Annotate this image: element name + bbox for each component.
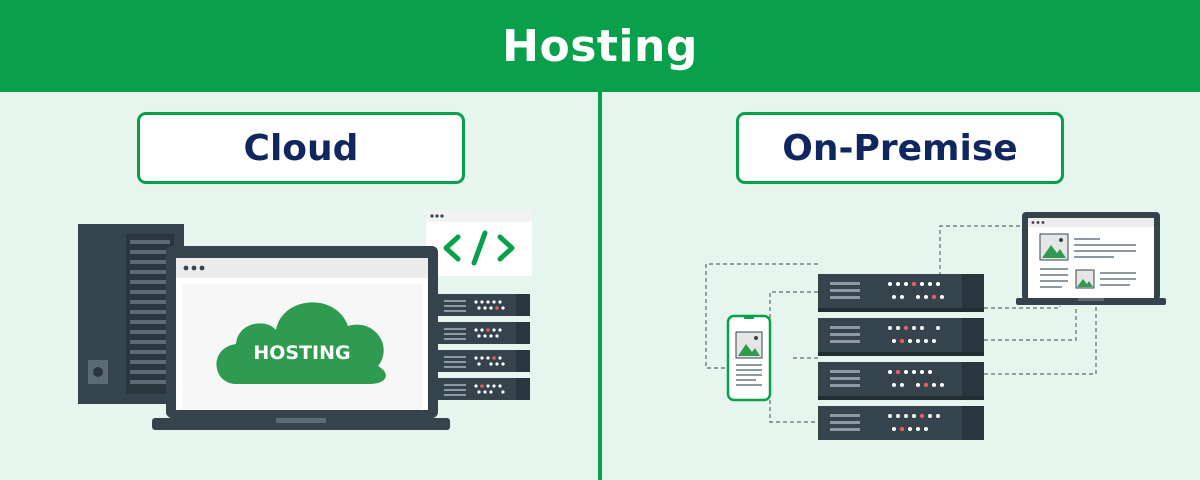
server-rack-icon [818,274,984,440]
image-icon [1042,245,1066,258]
cloud-label-box: Cloud [137,112,465,184]
on-premise-label-box: On-Premise [736,112,1064,184]
image-icon [738,344,760,356]
laptop-icon [1016,212,1166,305]
code-window-icon [426,210,532,276]
connection-lines [705,225,1097,423]
smartphone-icon [726,314,772,402]
cloud-icon: HOSTING [216,302,386,384]
cloud-text: HOSTING [253,342,350,364]
server-rack-icon [436,294,530,400]
cloud-label: Cloud [243,127,359,169]
on-premise-label: On-Premise [782,127,1018,169]
header-bar: Hosting [0,0,1200,92]
section-divider [598,92,602,480]
page-title: Hosting [502,20,698,72]
